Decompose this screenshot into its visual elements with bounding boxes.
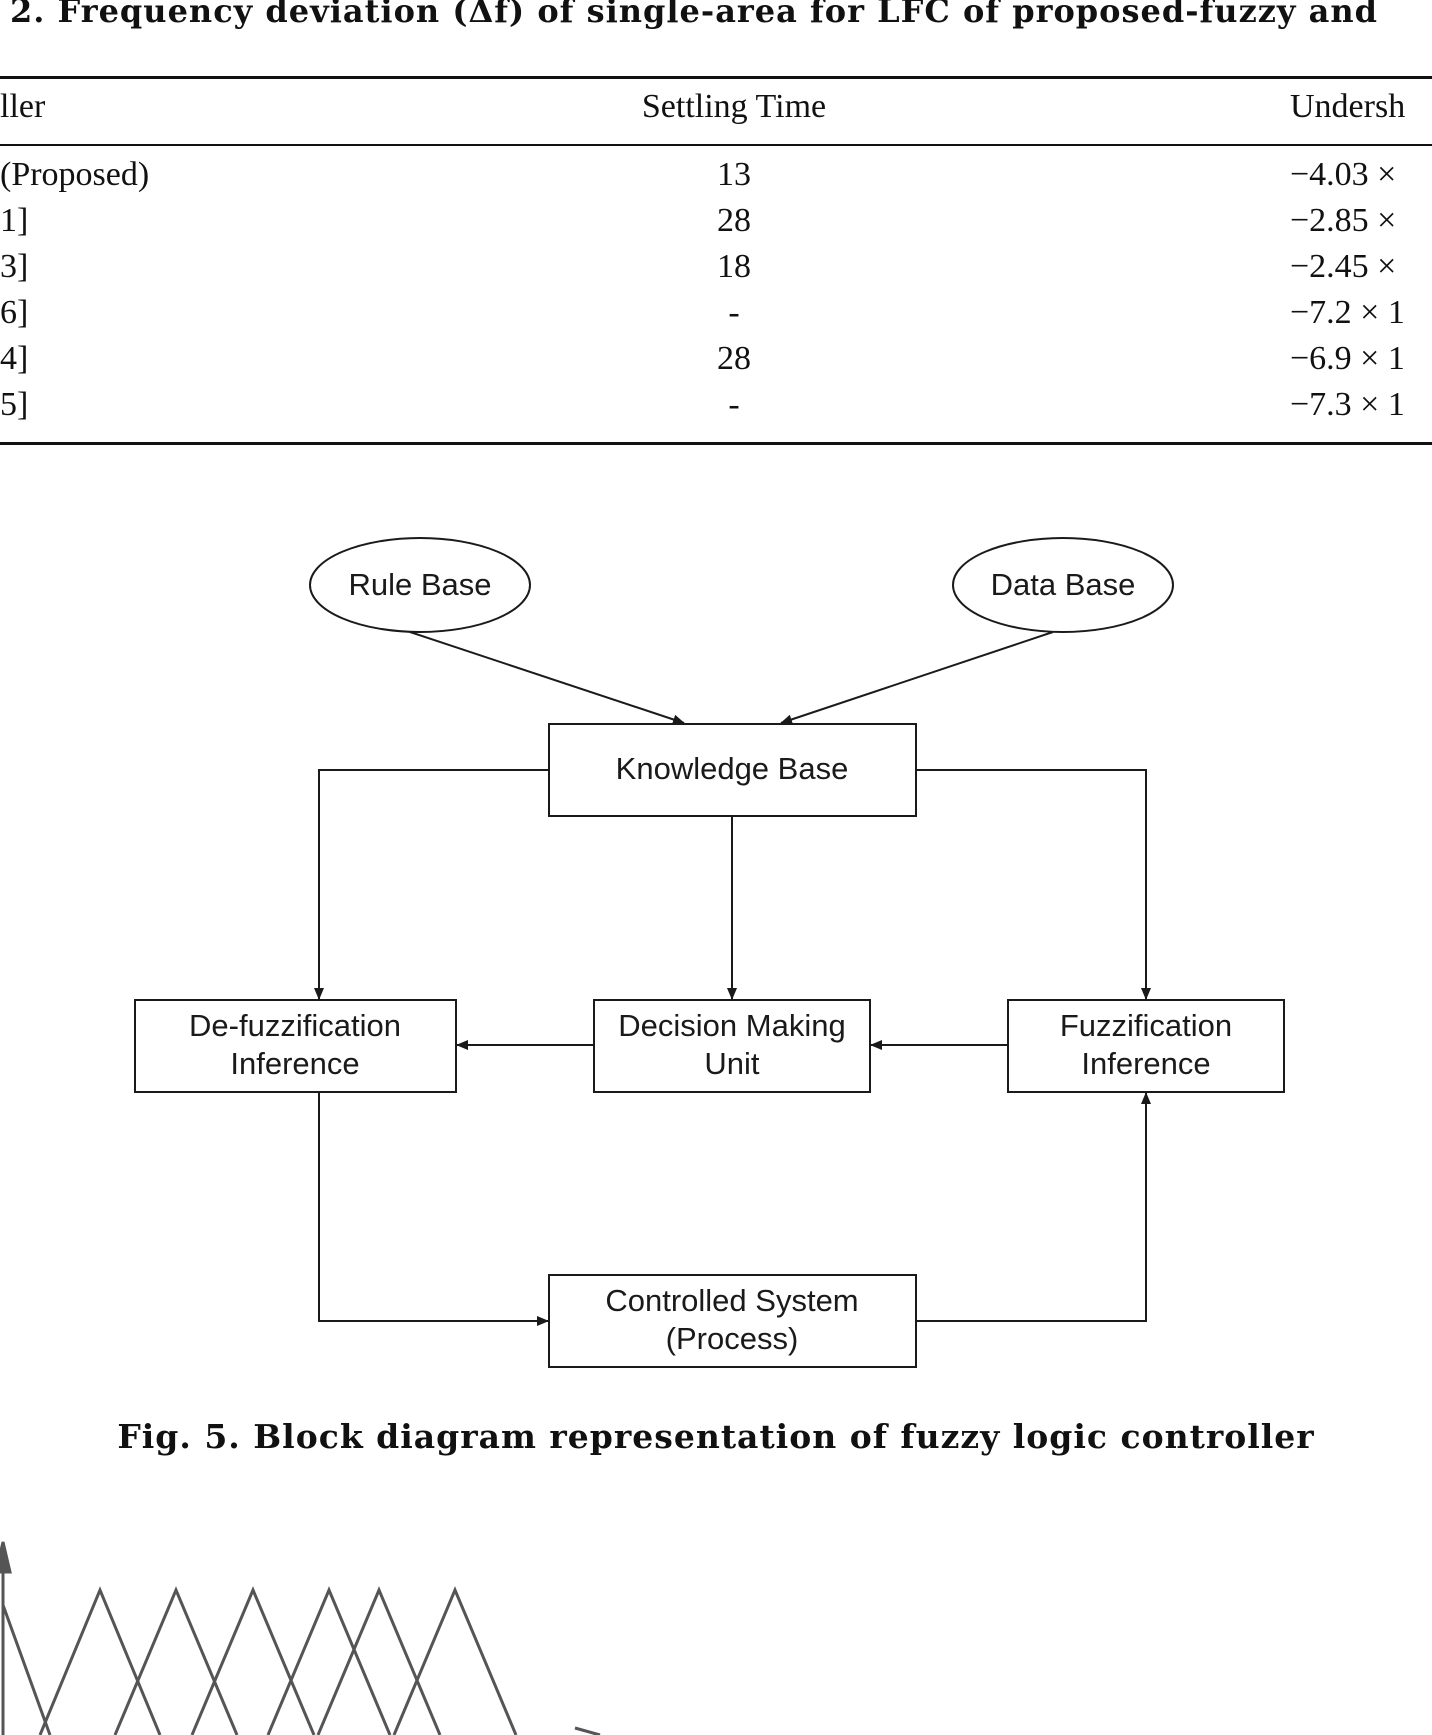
knowledge-base-label: Knowledge Base (616, 751, 849, 786)
arrow-process-to-fuzz (916, 1092, 1151, 1322)
node-label-line: (Process) (666, 1321, 799, 1356)
table-bottom-rule (0, 442, 1432, 445)
table-cell-settling-time: 28 (717, 202, 751, 239)
arrow-knowledge-to-defuzz (314, 769, 549, 1000)
table-cell-settling-time: 28 (717, 340, 751, 377)
table-cell-controller: 5] (0, 386, 29, 423)
table-cell-controller: (Proposed) (0, 156, 150, 193)
mf-triangle (190, 1586, 316, 1735)
arrow-defuzz-to-process (318, 1092, 549, 1326)
rule-base-label: Rule Base (348, 567, 491, 602)
data-base-node (952, 537, 1174, 633)
controlled-system-label: Controlled System(Process) (605, 1283, 858, 1356)
rule-base-node (309, 537, 531, 633)
table-header-rule (0, 144, 1432, 146)
node-label-line: Inference (1081, 1046, 1210, 1081)
y-axis-arrow-icon (0, 1541, 12, 1574)
table-cell-controller: 4] (0, 340, 29, 377)
x-axis-arrow-icon (574, 1726, 601, 1735)
node-label-line: De-fuzzification (189, 1008, 401, 1043)
table-cell-undershoot: −2.85 × (1290, 202, 1397, 239)
node-label-line: Decision Making (618, 1008, 845, 1043)
table-caption: 2. Frequency deviation (Δf) of single-ar… (10, 0, 1379, 30)
arrow-knowledge-to-fuzz (916, 769, 1151, 1000)
table-cell-controller: 6] (0, 294, 29, 331)
table-cell-settling-time: 13 (717, 156, 751, 193)
table-header-undershoot: Undersh (1290, 88, 1406, 125)
table-cell-undershoot: −7.3 × 1 (1290, 386, 1405, 423)
mf-triangle (316, 1586, 442, 1735)
table-header-controller: ller (0, 88, 46, 125)
node-label-line: Rule Base (348, 567, 491, 602)
arrow-rule-to-knowledge (409, 631, 685, 725)
figure-caption: Fig. 5. Block diagram representation of … (117, 1417, 1315, 1456)
table-cell-undershoot: −2.45 × (1290, 248, 1397, 285)
connectors (314, 631, 1151, 1326)
mf-triangle (113, 1586, 239, 1735)
defuzzification-node (134, 999, 457, 1093)
node-label-line: Unit (704, 1046, 760, 1081)
mf-triangle (392, 1586, 518, 1735)
arrow-data-to-knowledge (780, 631, 1054, 725)
node-label-line: Data Base (991, 567, 1136, 602)
node-label-line: Knowledge Base (616, 751, 849, 786)
mf-triangle (1, 1604, 52, 1735)
mf-triangle (266, 1586, 392, 1735)
fuzzification-node (1007, 999, 1285, 1093)
table-cell-settling-time: - (728, 386, 740, 423)
table-cell-undershoot: −6.9 × 1 (1290, 340, 1405, 377)
table-cell-undershoot: −7.2 × 1 (1290, 294, 1405, 331)
controlled-system-node (548, 1274, 917, 1368)
table-cell-controller: 3] (0, 248, 29, 285)
data-base-label: Data Base (991, 567, 1136, 602)
node-label-line: Inference (230, 1046, 359, 1081)
node-label-line: Fuzzification (1060, 1008, 1232, 1043)
table-cell-undershoot: −4.03 × (1290, 156, 1397, 193)
table-cell-settling-time: - (728, 294, 740, 331)
mf-lines (0, 1541, 601, 1735)
mf-triangle (38, 1586, 162, 1735)
node-label-line: Controlled System (605, 1283, 858, 1318)
table-header-settling-time: Settling Time (641, 88, 827, 125)
table-cell-settling-time: 18 (717, 248, 751, 285)
table-top-rule (0, 76, 1432, 79)
table-cell-controller: 1] (0, 202, 29, 239)
